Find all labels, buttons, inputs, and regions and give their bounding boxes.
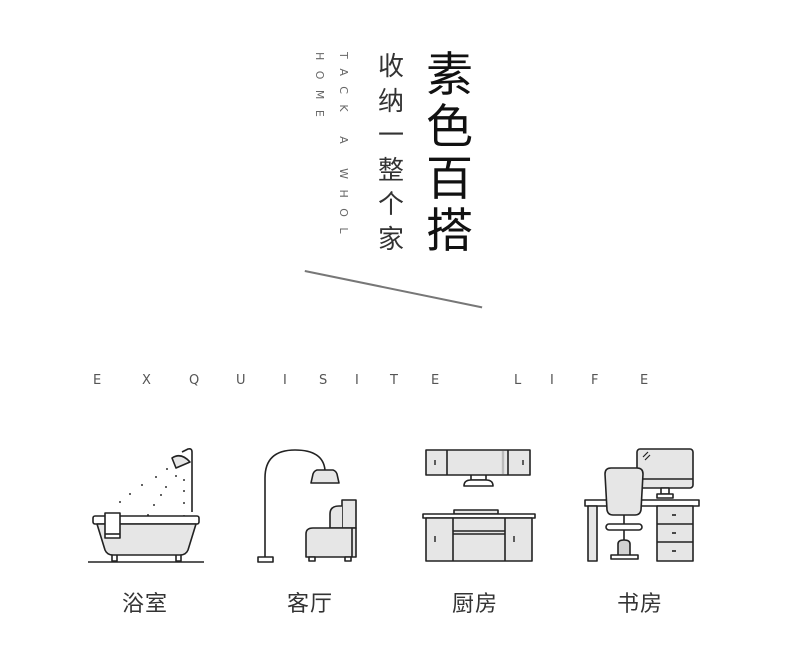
english-tagline-line-2: HOME [313, 52, 326, 128]
room-bathroom[interactable]: 浴室 [80, 440, 210, 618]
subtitle-char: 收 [378, 52, 405, 82]
main-title-char: 素 [426, 48, 473, 103]
room-study[interactable]: 书房 [575, 440, 705, 618]
bathtub-shower-icon [88, 448, 204, 563]
subtitle-char: 个 [378, 190, 405, 220]
room-label: 客厅 [286, 592, 333, 617]
subtitle-char: 纳 [378, 86, 405, 117]
room-living-room[interactable]: 客厅 [245, 440, 375, 618]
diagonal-divider [304, 270, 483, 308]
kitchen-cabinets-icon [422, 449, 536, 562]
room-label: 浴室 [121, 592, 168, 617]
subtitle-char: 家 [378, 224, 405, 255]
main-title-char: 搭 [426, 204, 473, 259]
main-title-char: 百 [426, 152, 473, 207]
hero-title-block: 素 色 百 搭 收 纳 一 整 个 家 TACK A WHOL HOME [0, 0, 790, 320]
floor-lamp-armchair-icon [257, 449, 357, 563]
room-label: 书房 [616, 592, 663, 617]
room-label: 厨房 [451, 592, 498, 617]
english-tagline-line-1: TACK A WHOL [337, 52, 350, 245]
subtitle: 收 纳 一 整 个 家 [378, 50, 404, 257]
room-kitchen[interactable]: 厨房 [410, 440, 540, 618]
desk-computer-chair-icon [584, 448, 700, 562]
main-title-char: 色 [426, 100, 473, 155]
exquisite-life-tagline: E X Q U I S I T E L I F E [93, 373, 649, 388]
main-title: 素 色 百 搭 [426, 50, 473, 258]
subtitle-char: 整 [378, 155, 405, 186]
subtitle-char: 一 [378, 121, 405, 151]
